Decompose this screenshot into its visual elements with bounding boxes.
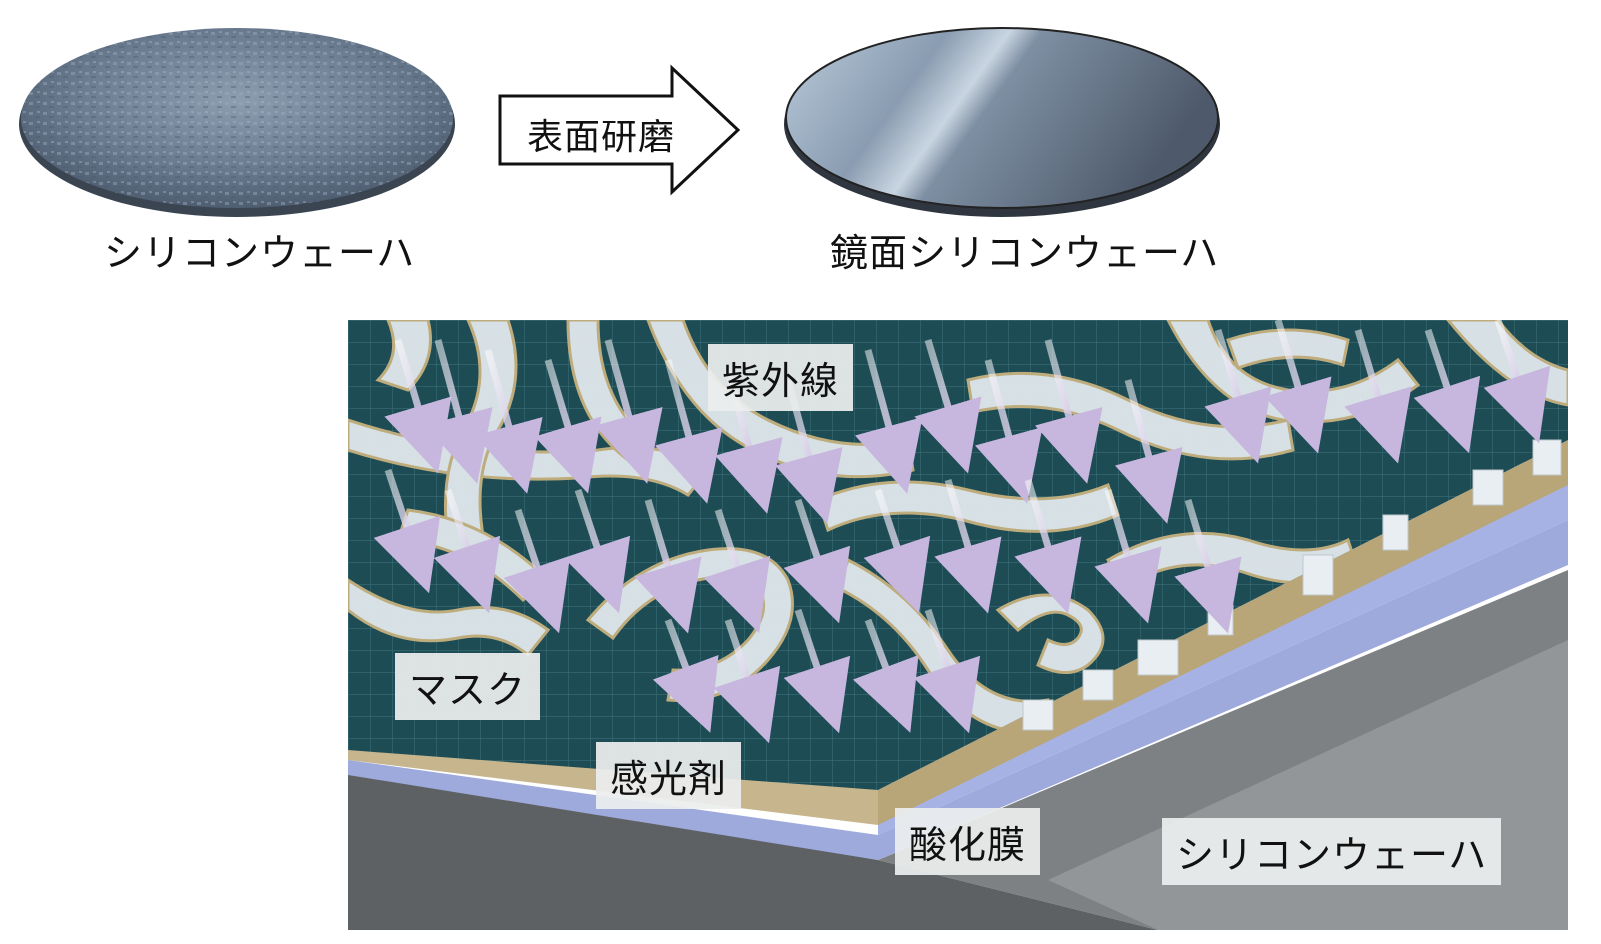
mask-label: マスク [395, 653, 541, 720]
top-illustration [19, 27, 1220, 217]
silicon-wafer-front [348, 770, 1158, 930]
uv-label: 紫外線 [708, 344, 854, 411]
wafer-left-caption: シリコンウェーハ [104, 231, 416, 275]
process-arrow-label: 表面研磨 [527, 117, 676, 158]
uv-arrows [373, 320, 1551, 744]
wafer-right-caption: 鏡面シリコンウェーハ [830, 231, 1220, 275]
oxide-film-label: 酸化膜 [895, 808, 1041, 875]
silicon-wafer-label: シリコンウェーハ [1162, 818, 1502, 885]
rough-wafer [19, 28, 455, 217]
photoresist-label: 感光剤 [596, 742, 742, 809]
mirror-wafer [784, 27, 1220, 217]
process-arrow [498, 64, 741, 196]
